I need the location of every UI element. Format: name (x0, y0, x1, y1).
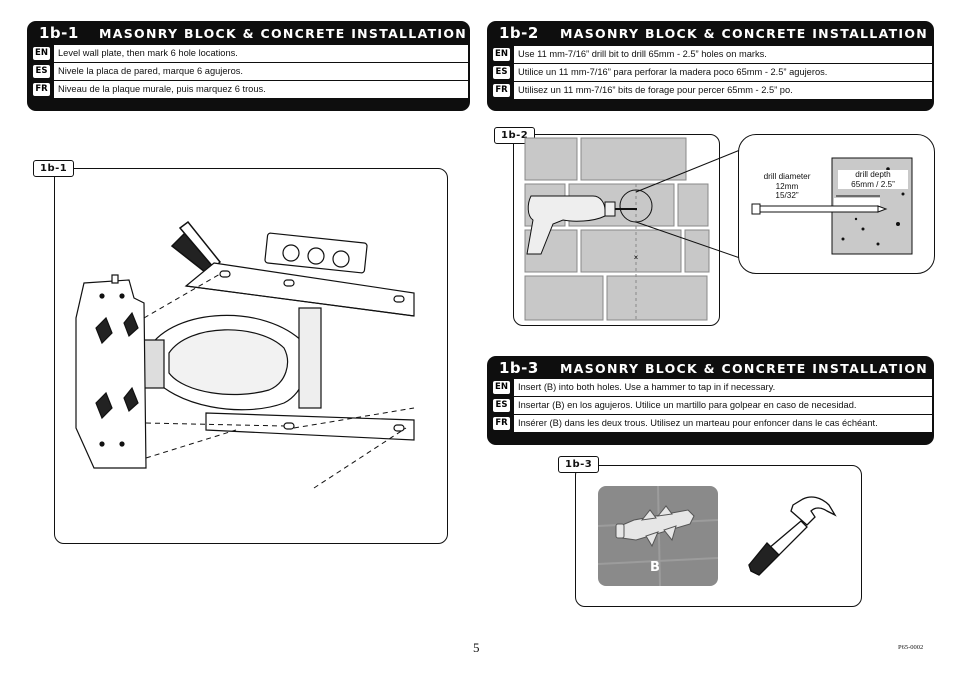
drill-diameter-label: drill diameter 12mm 15/32” (752, 172, 822, 201)
lower-rail (205, 412, 415, 441)
drill-wall-illustration: × (524, 137, 710, 321)
drill-depth-caption: drill depth (855, 170, 891, 179)
drill-detail-illustration (751, 157, 913, 255)
drill-depth-label: drill depth 65mm / 2.5” (838, 170, 908, 189)
instruction-panel-1b-3: 1b-3 MASONRY BLOCK & CONCRETE INSTALLATI… (487, 356, 934, 445)
svg-text:×: × (634, 253, 639, 262)
instruction-text: Insert (B) into both holes. Use a hammer… (514, 379, 932, 396)
figure-tag: 1b-1 (33, 160, 75, 177)
lang-badge: FR (33, 83, 50, 96)
step-number: 1b-3 (499, 359, 539, 377)
instruction-row-fr: FR Utilisez un 11 mm-7/16” bits de forag… (489, 82, 932, 99)
step-number: 1b-1 (39, 24, 79, 42)
instruction-row-en: EN Insert (B) into both holes. Use a ham… (489, 379, 932, 396)
panel-title: MASONRY BLOCK & CONCRETE INSTALLATION (560, 26, 929, 41)
instruction-row-fr: FR Insérer (B) dans les deux trous. Util… (489, 415, 932, 432)
drill-icon (526, 195, 637, 255)
figure-tag: 1b-3 (558, 456, 600, 473)
page-number: 5 (473, 640, 480, 655)
drill-diameter-inch: 15/32” (775, 191, 799, 200)
lang-badge: ES (33, 65, 50, 78)
lang-badge: FR (493, 417, 510, 430)
instruction-text: Nivele la placa de pared, marque 6 aguje… (54, 63, 468, 80)
document-code: P65-0002 (898, 644, 924, 651)
wall-plate-illustration (75, 220, 415, 489)
drill-diameter-caption: drill diameter (763, 172, 811, 181)
instruction-text: Insérer (B) dans les deux trous. Utilise… (514, 415, 932, 432)
instruction-panel-1b-1: 1b-1 MASONRY BLOCK & CONCRETE INSTALLATI… (27, 21, 470, 111)
instruction-row-es: ES Insertar (B) en los agujeros. Utilice… (489, 397, 932, 414)
drill-diameter-mm: 12mm (775, 181, 799, 191)
instruction-row-fr: FR Niveau de la plaque murale, puis marq… (29, 81, 468, 98)
drill-depth-value: 65mm / 2.5” (851, 179, 895, 189)
mount-arm (143, 307, 322, 411)
instruction-text: Level wall plate, then mark 6 hole locat… (54, 45, 468, 62)
hammer-icon (748, 496, 837, 576)
panel-title: MASONRY BLOCK & CONCRETE INSTALLATION (99, 26, 468, 41)
instruction-row-en: EN Use 11 mm-7/16” drill bit to drill 65… (489, 46, 932, 63)
panel-title: MASONRY BLOCK & CONCRETE INSTALLATION (560, 361, 929, 376)
anchor-photo: B (598, 486, 718, 586)
instruction-panel-1b-2: 1b-2 MASONRY BLOCK & CONCRETE INSTALLATI… (487, 21, 934, 111)
instruction-text: Use 11 mm-7/16” drill bit to drill 65mm … (514, 46, 932, 63)
projection-lines (143, 273, 415, 489)
instruction-text: Utilisez un 11 mm-7/16” bits de forage p… (514, 82, 932, 99)
drill-bit-icon (751, 203, 888, 215)
level-icon (264, 232, 368, 274)
lang-badge: EN (33, 47, 50, 60)
upper-rail (184, 262, 415, 317)
part-label: B (650, 560, 660, 575)
instruction-text: Insertar (B) en los agujeros. Utilice un… (514, 397, 932, 414)
lang-badge: EN (493, 381, 510, 394)
tv-plate (75, 274, 147, 469)
instruction-row-es: ES Utilice un 11 mm-7/16” para perforar … (489, 64, 932, 81)
step-number: 1b-2 (499, 24, 539, 42)
instruction-row-en: EN Level wall plate, then mark 6 hole lo… (29, 45, 468, 62)
lang-badge: ES (493, 399, 510, 412)
lang-badge: FR (493, 84, 510, 97)
instruction-row-es: ES Nivele la placa de pared, marque 6 ag… (29, 63, 468, 80)
lang-badge: EN (493, 48, 510, 61)
instruction-text: Utilice un 11 mm-7/16” para perforar la … (514, 64, 932, 81)
lang-badge: ES (493, 66, 510, 79)
wall-anchor-icon (598, 486, 718, 586)
instruction-text: Niveau de la plaque murale, puis marquez… (54, 81, 468, 98)
